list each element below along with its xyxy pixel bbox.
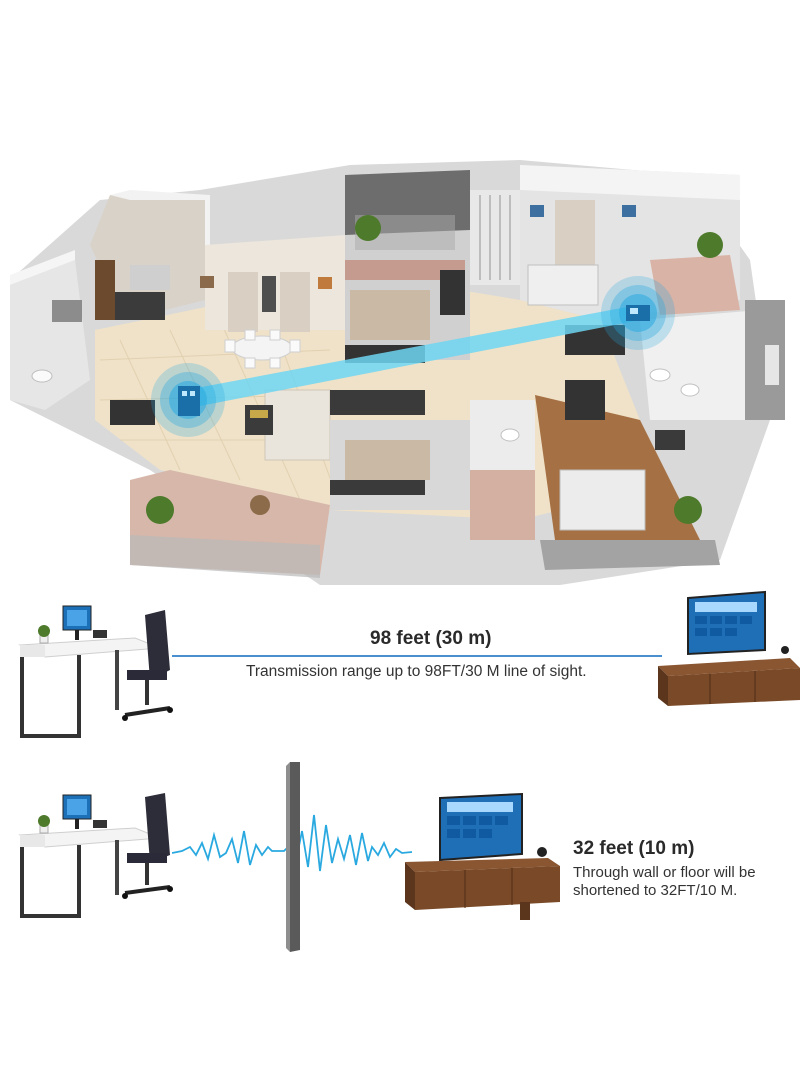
tv-setup-2 bbox=[400, 790, 570, 930]
office-chair-icon bbox=[122, 793, 173, 899]
range-title-through-wall: 32 feet (10 m) bbox=[573, 838, 695, 859]
wall-icon bbox=[286, 762, 302, 952]
range-line-horizontal bbox=[172, 655, 662, 657]
range-title-line-of-sight: 98 feet (30 m) bbox=[370, 628, 492, 649]
floor-plan-illustration bbox=[10, 160, 785, 585]
desk-setup-2 bbox=[15, 785, 185, 925]
tv-stand-icon bbox=[658, 658, 800, 706]
receiver-device-icon bbox=[600, 275, 676, 351]
tv-icon bbox=[439, 792, 523, 862]
desk-setup-1 bbox=[15, 600, 185, 740]
tv-icon bbox=[687, 590, 766, 656]
tv-stand-icon bbox=[405, 858, 560, 920]
transmitter-device-icon bbox=[150, 362, 226, 438]
tv-setup-1 bbox=[640, 588, 800, 728]
office-chair-icon bbox=[122, 610, 173, 721]
range-description-through-wall: Through wall or floor will be shortened … bbox=[573, 864, 793, 900]
range-description-line2: shortened to 32FT/10 M. bbox=[573, 882, 738, 899]
range-description-line-of-sight: Transmission range up to 98FT/30 M line … bbox=[246, 663, 587, 680]
range-description-line1: Through wall or floor will be bbox=[573, 864, 756, 881]
